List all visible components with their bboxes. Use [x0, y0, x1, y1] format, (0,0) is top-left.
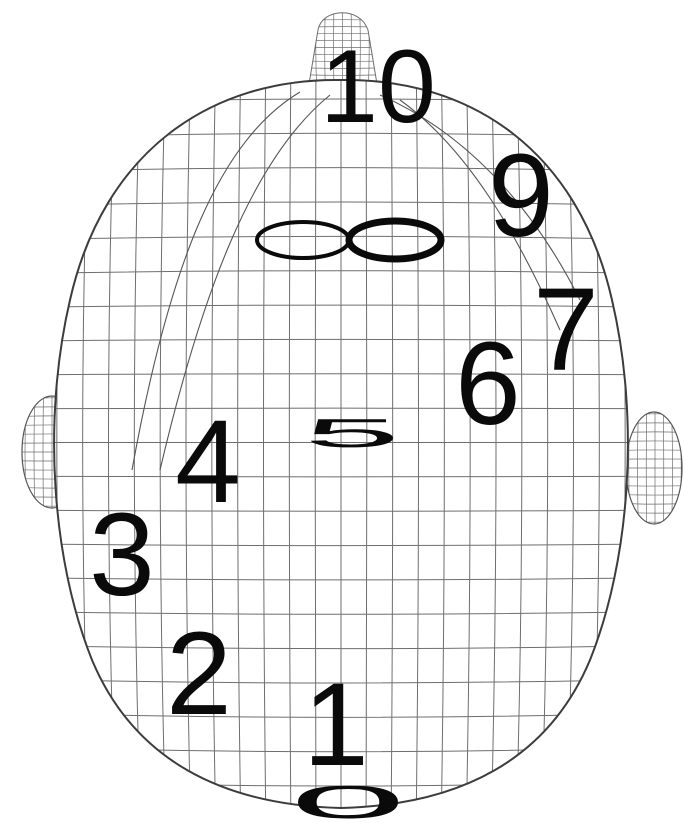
right-ear-mesh: [620, 405, 683, 531]
label-6: 6: [455, 318, 521, 450]
label-10: 10: [320, 29, 436, 145]
label-3: 3: [89, 489, 155, 621]
label-9: 9: [488, 130, 554, 262]
label-2: 2: [166, 608, 232, 740]
label-7: 7: [533, 264, 599, 396]
label-1: 1: [303, 659, 369, 791]
label-4: 4: [175, 396, 241, 528]
label-5: 5: [304, 411, 401, 456]
